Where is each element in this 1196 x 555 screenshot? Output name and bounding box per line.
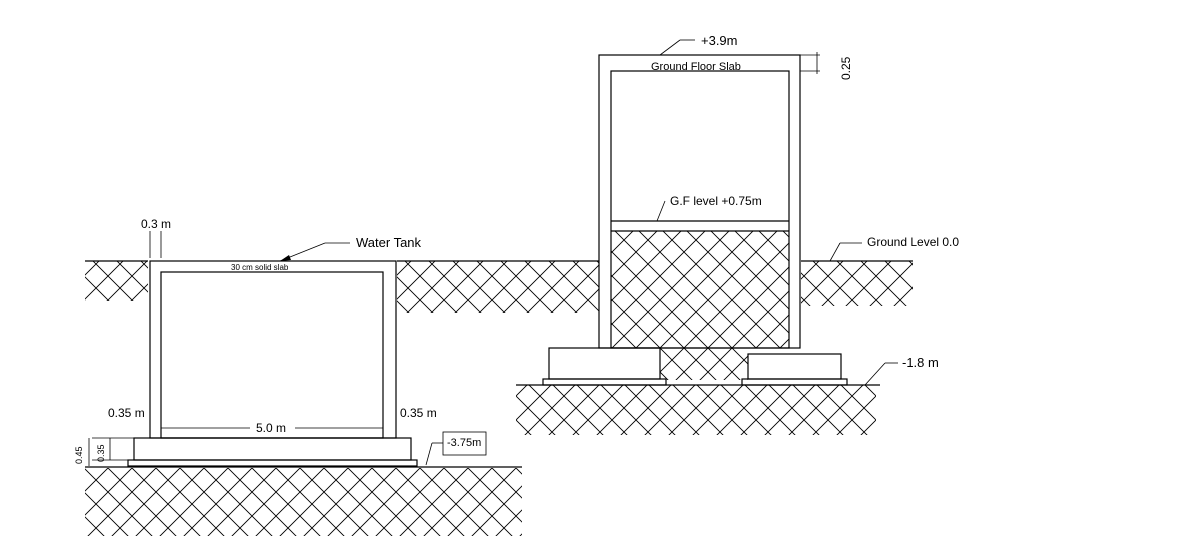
tank-blinding-layer	[127, 459, 418, 467]
footing-left-blinding	[542, 378, 667, 386]
building-section: +3.9m Ground Floor Slab 0.25 G.F level +…	[516, 33, 959, 435]
ground-floor-slab-label: Ground Floor Slab	[651, 61, 741, 73]
tank-inner-wall	[160, 271, 384, 439]
soil-hatch-left-top	[85, 261, 148, 301]
dim-035-label: 0.35	[96, 444, 106, 462]
soil-hatch-bottom-left	[85, 468, 522, 536]
footing-depth-label: -1.8 m	[902, 355, 939, 370]
gf-level-label: G.F level +0.75m	[670, 194, 762, 208]
right-wall-dim-label: 0.35 m	[400, 406, 437, 420]
soil-hatch-right-top	[801, 261, 913, 306]
dim-025-label: 0.25	[839, 56, 853, 80]
water-tank-arrow	[280, 255, 291, 261]
left-wall-dim-label: 0.35 m	[108, 406, 145, 420]
top-level-leader-a	[659, 39, 681, 56]
span-dim-label: 5.0 m	[256, 421, 286, 435]
tank-outer-wall	[149, 260, 397, 439]
footing-right	[747, 353, 842, 380]
footing-left	[548, 347, 661, 380]
tank-depth-leader-b	[425, 442, 433, 466]
footing-depth-leader-a	[864, 362, 886, 386]
water-tank-section: Water Tank 30 cm solid slab 0.3 m 0.35 m…	[74, 217, 599, 536]
ground-level-label: Ground Level 0.0	[867, 235, 959, 249]
dim-045-label: 0.45	[74, 446, 84, 464]
wall-top-dim-label: 0.3 m	[141, 217, 171, 231]
tank-depth-label: -3.75m	[447, 437, 481, 449]
tank-base-slab	[133, 437, 412, 461]
footing-right-blinding	[741, 378, 848, 386]
tank-depth-tag-box	[442, 431, 487, 456]
soil-hatch-bottom-right	[516, 385, 876, 435]
solid-slab-label: 30 cm solid slab	[231, 263, 289, 272]
ground-level-leader-a	[829, 242, 841, 262]
water-tank-label: Water Tank	[356, 235, 422, 250]
soil-hatch-mid-top	[397, 261, 599, 313]
column-inner	[610, 70, 790, 349]
fill-hatch-under-gf	[611, 231, 789, 348]
top-level-label: +3.9m	[701, 33, 738, 48]
fill-hatch-between-footings	[660, 348, 748, 380]
gf-level-leader	[656, 200, 666, 222]
